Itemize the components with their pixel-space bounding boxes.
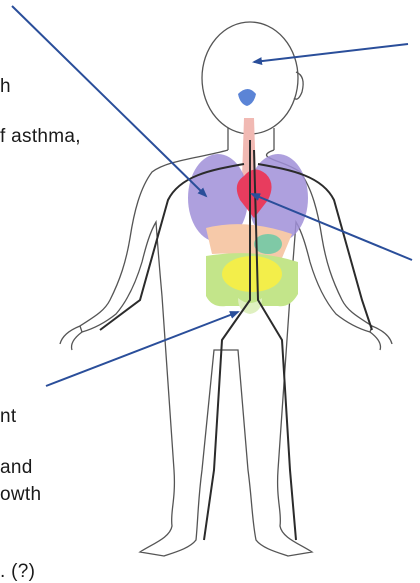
arrow-to-lungs (12, 6, 206, 196)
hand-left (60, 326, 82, 350)
head-outline (202, 22, 298, 134)
arrow-to-intestine (46, 312, 238, 386)
organs (188, 89, 308, 314)
hand-right (370, 326, 392, 350)
small-intestine (222, 256, 282, 292)
stomach (254, 234, 282, 254)
brain-gland (238, 89, 256, 106)
arrow-to-brain (254, 44, 408, 62)
